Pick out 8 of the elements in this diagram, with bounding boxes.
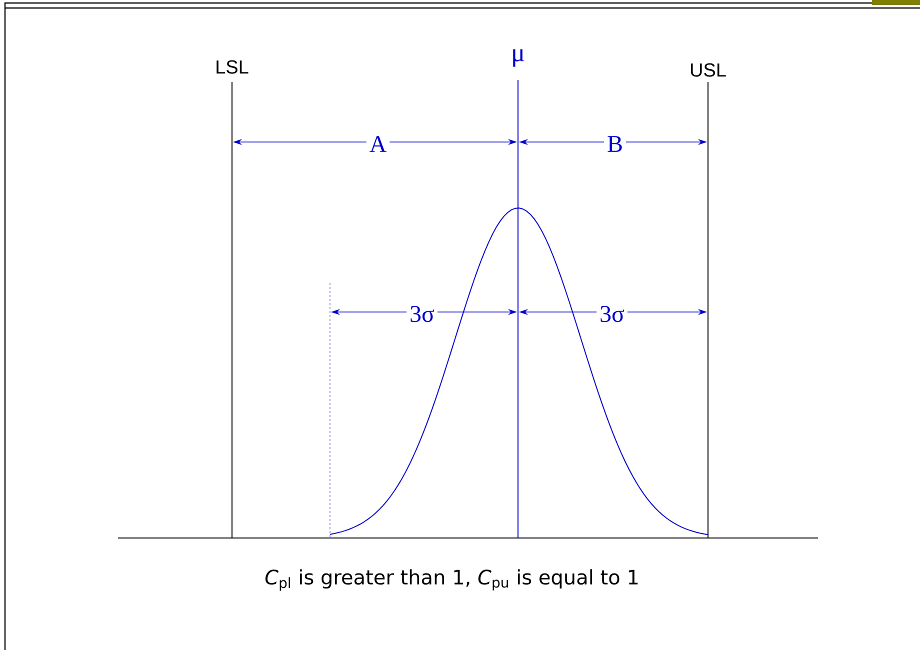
dimension-label: B xyxy=(608,136,622,152)
line-label: μ xyxy=(513,49,524,67)
line-label: LSL xyxy=(216,60,248,74)
line-label: USL xyxy=(691,63,726,77)
caption: C$_{pl}$ is greater than 1, C$_{pu}$ is equal to 1 xyxy=(265,569,638,591)
dimension-label: A xyxy=(370,136,386,152)
dimension-label: 3σ xyxy=(600,306,624,322)
dimension-label: 3σ xyxy=(410,306,434,322)
